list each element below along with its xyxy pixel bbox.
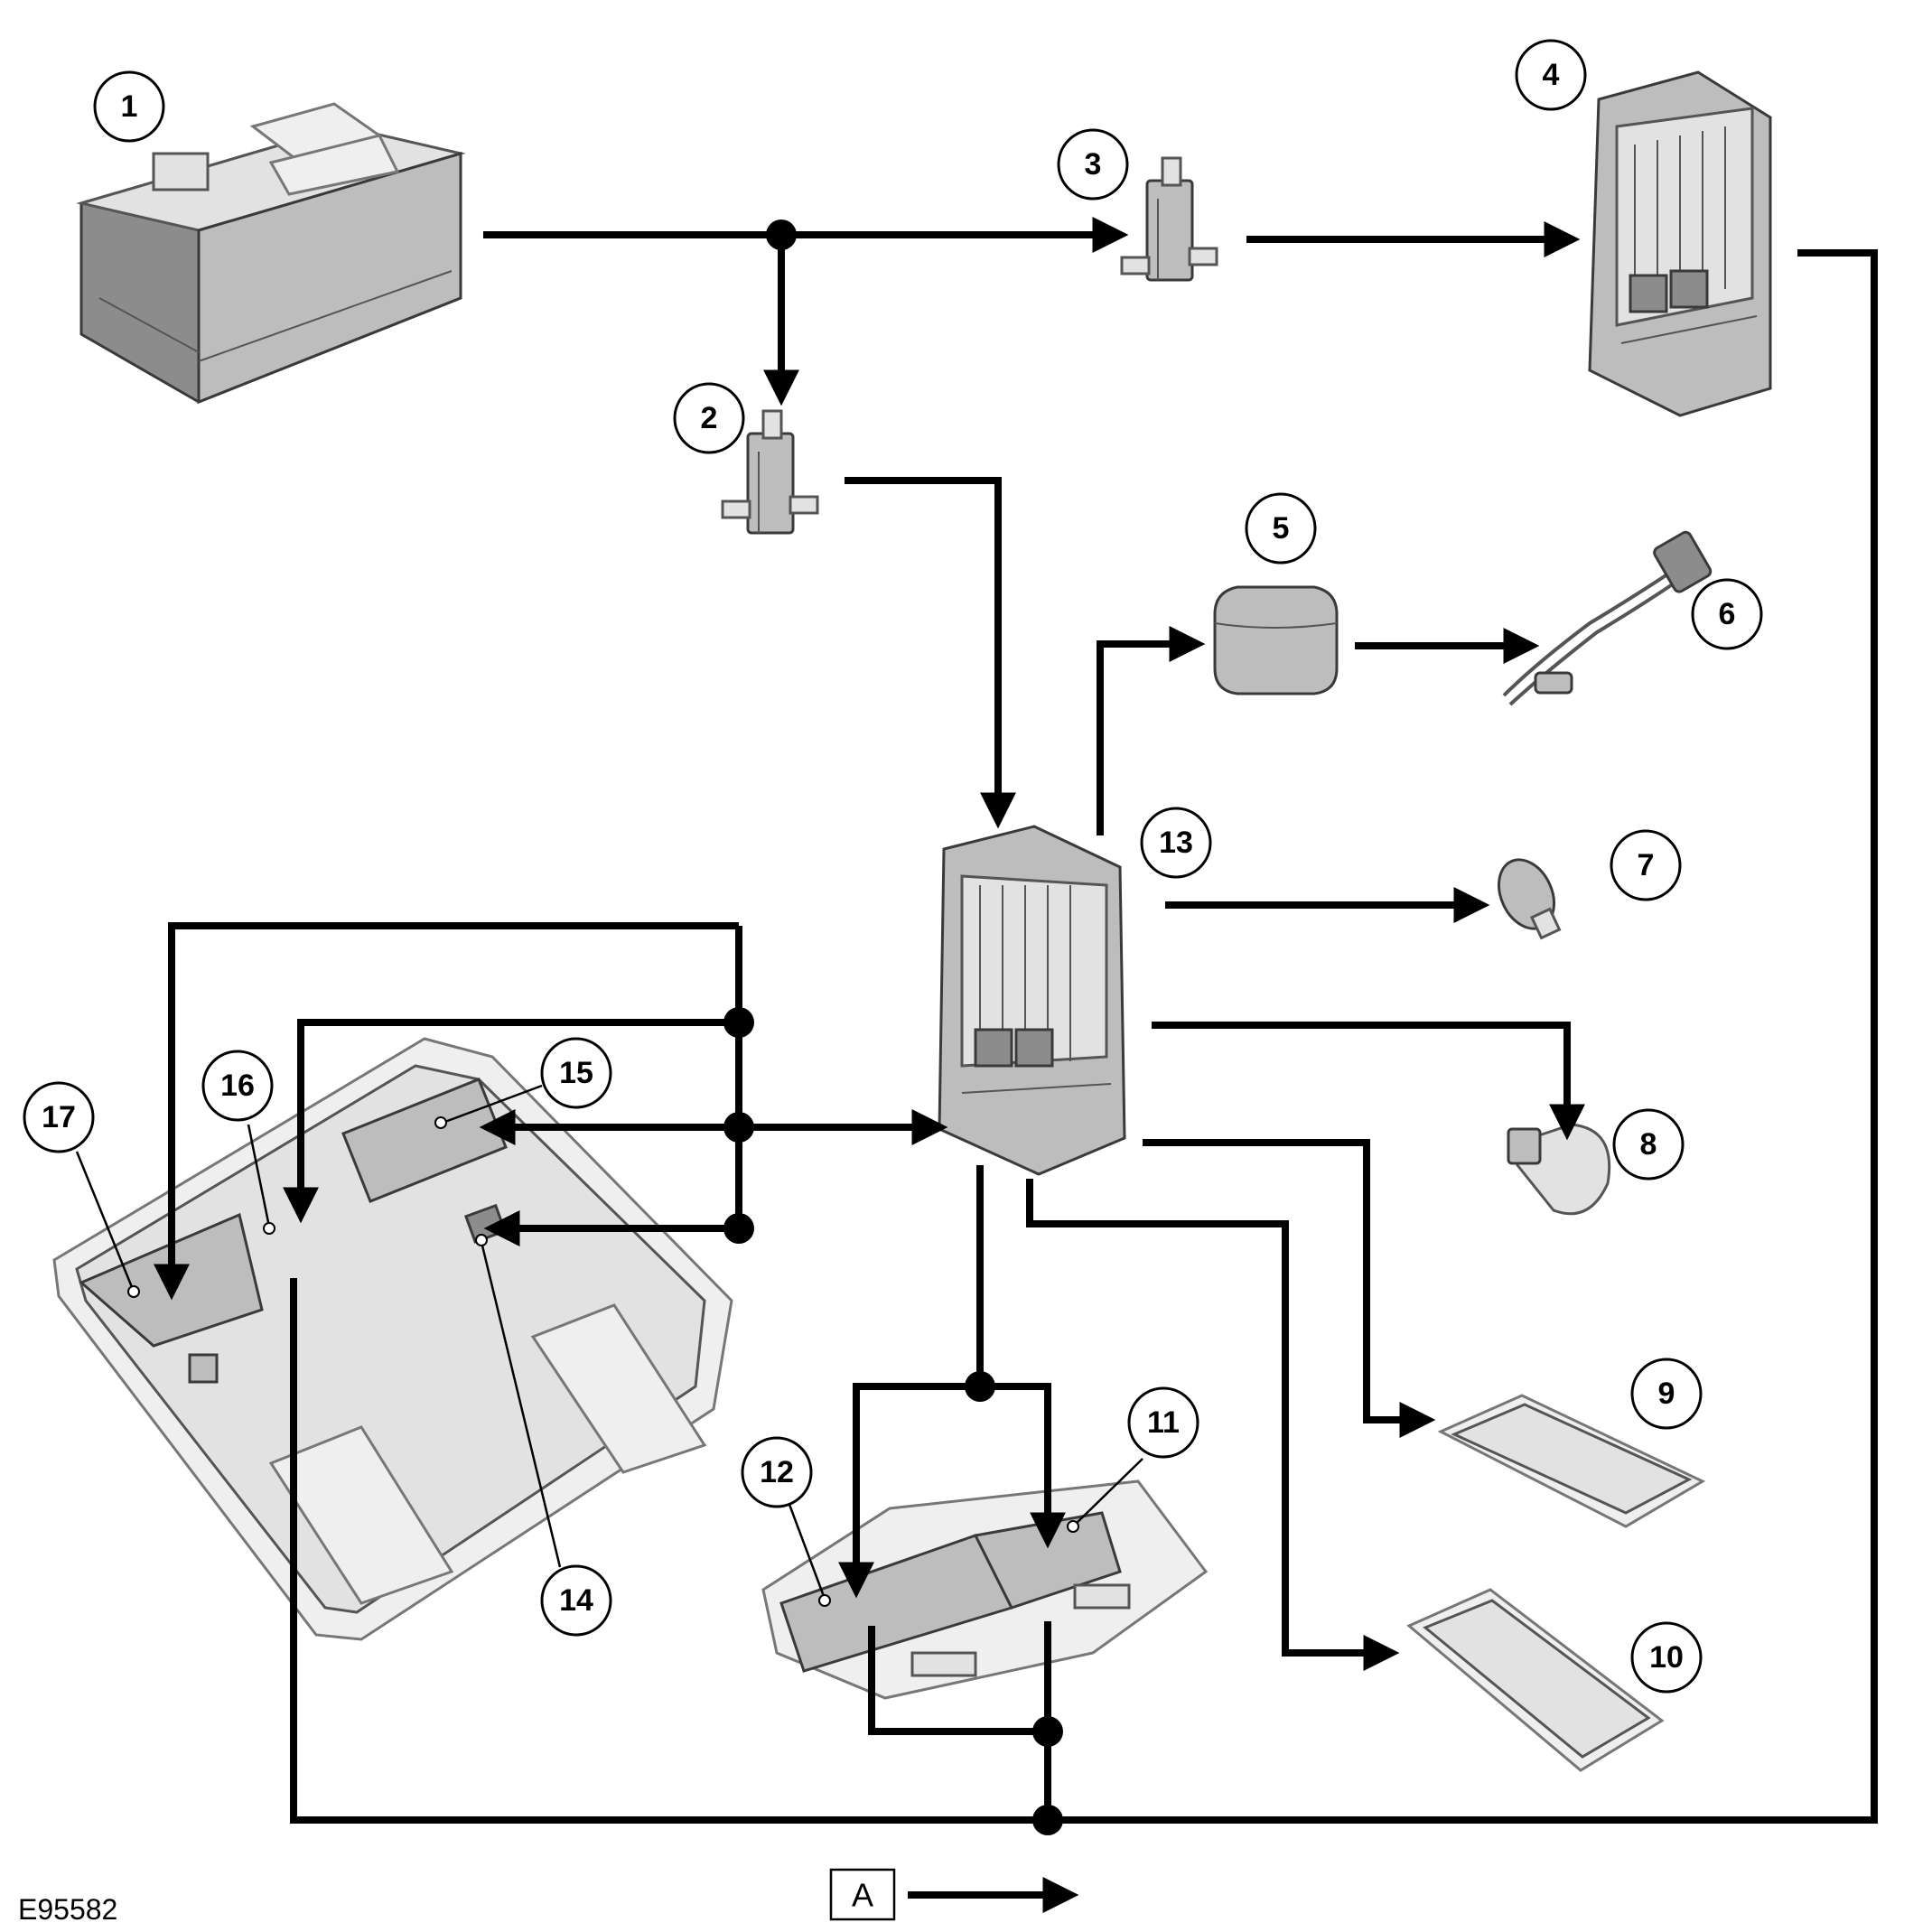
svg-text:12: 12	[760, 1455, 794, 1489]
callout-12: 12	[741, 1436, 813, 1508]
legend-box-label: A	[852, 1877, 873, 1914]
legend-box-a: A	[829, 1868, 896, 1921]
callout-2: 2	[673, 382, 745, 454]
callout-17: 17	[23, 1081, 95, 1153]
leader-lines	[75, 1084, 1143, 1607]
junction-dot	[723, 1213, 754, 1244]
callout-9: 9	[1630, 1358, 1703, 1430]
svg-text:10: 10	[1649, 1640, 1684, 1675]
callout-6: 6	[1691, 578, 1763, 650]
callout-1: 1	[93, 70, 165, 143]
fuse-box-component-4	[1588, 70, 1772, 417]
wire-16-return	[290, 1278, 1048, 1824]
bulb-socket-component-7	[1498, 858, 1562, 940]
callout-10: 10	[1630, 1621, 1703, 1694]
svg-text:1: 1	[121, 89, 138, 124]
callout-3: 3	[1057, 128, 1129, 201]
overhead-console-small	[761, 1479, 1209, 1700]
junction-dots	[723, 219, 1063, 1835]
wire-bus-to-17	[154, 922, 739, 1301]
callout-16: 16	[201, 1050, 274, 1122]
wire-bus-to-16	[283, 1019, 739, 1224]
svg-text:15: 15	[559, 1056, 593, 1090]
wire-12-return	[868, 1626, 1048, 1735]
junction-dot	[723, 1007, 754, 1038]
sensor-component-6	[1502, 530, 1713, 706]
junction-dot	[1032, 1716, 1063, 1747]
svg-text:8: 8	[1640, 1127, 1657, 1162]
callout-13: 13	[1140, 807, 1212, 879]
wire-to-11	[980, 1383, 1066, 1549]
svg-text:17: 17	[42, 1100, 76, 1134]
svg-text:4: 4	[1543, 58, 1560, 92]
svg-text:14: 14	[559, 1583, 593, 1618]
junction-dot	[723, 1112, 754, 1143]
wire-13-to-5	[1097, 626, 1206, 835]
callout-4: 4	[1515, 39, 1587, 111]
junction-box-component-13	[938, 825, 1126, 1176]
callout-11: 11	[1127, 1386, 1199, 1459]
svg-text:2: 2	[701, 401, 718, 435]
callout-14: 14	[540, 1564, 612, 1637]
callout-7: 7	[1610, 829, 1682, 901]
junction-dot	[766, 219, 797, 250]
wire-2-to-13	[845, 477, 1016, 829]
overhead-console-large	[52, 1037, 733, 1641]
svg-text:7: 7	[1638, 848, 1655, 882]
wire-13-to-9	[1143, 1139, 1436, 1438]
svg-text:3: 3	[1085, 147, 1102, 182]
wires	[154, 217, 1878, 1913]
svg-text:16: 16	[220, 1069, 255, 1103]
svg-text:9: 9	[1658, 1377, 1675, 1411]
callout-15: 15	[540, 1037, 612, 1109]
figure-id: E95582	[18, 1893, 117, 1926]
bulb-component-8	[1507, 1123, 1611, 1216]
svg-text:13: 13	[1159, 826, 1193, 860]
lamp-lens-component-10	[1406, 1588, 1665, 1772]
callout-8: 8	[1612, 1108, 1685, 1181]
junction-dot	[1032, 1805, 1063, 1835]
svg-text:11: 11	[1147, 1405, 1180, 1440]
svg-text:5: 5	[1273, 511, 1290, 546]
wire-13-to-10	[1026, 1179, 1400, 1671]
wire-to-12	[838, 1383, 980, 1599]
junction-dot	[965, 1371, 995, 1402]
module-component-5	[1213, 585, 1339, 695]
battery-component	[76, 102, 466, 405]
wire-4-return	[1048, 249, 1878, 1824]
fuse-link-component-3	[1120, 156, 1218, 282]
fuse-link-component-2	[721, 409, 819, 535]
svg-text:6: 6	[1719, 597, 1736, 631]
wire-13-to-8	[1152, 1022, 1585, 1141]
lamp-lens-component-9	[1437, 1394, 1706, 1528]
callout-5: 5	[1245, 492, 1317, 565]
